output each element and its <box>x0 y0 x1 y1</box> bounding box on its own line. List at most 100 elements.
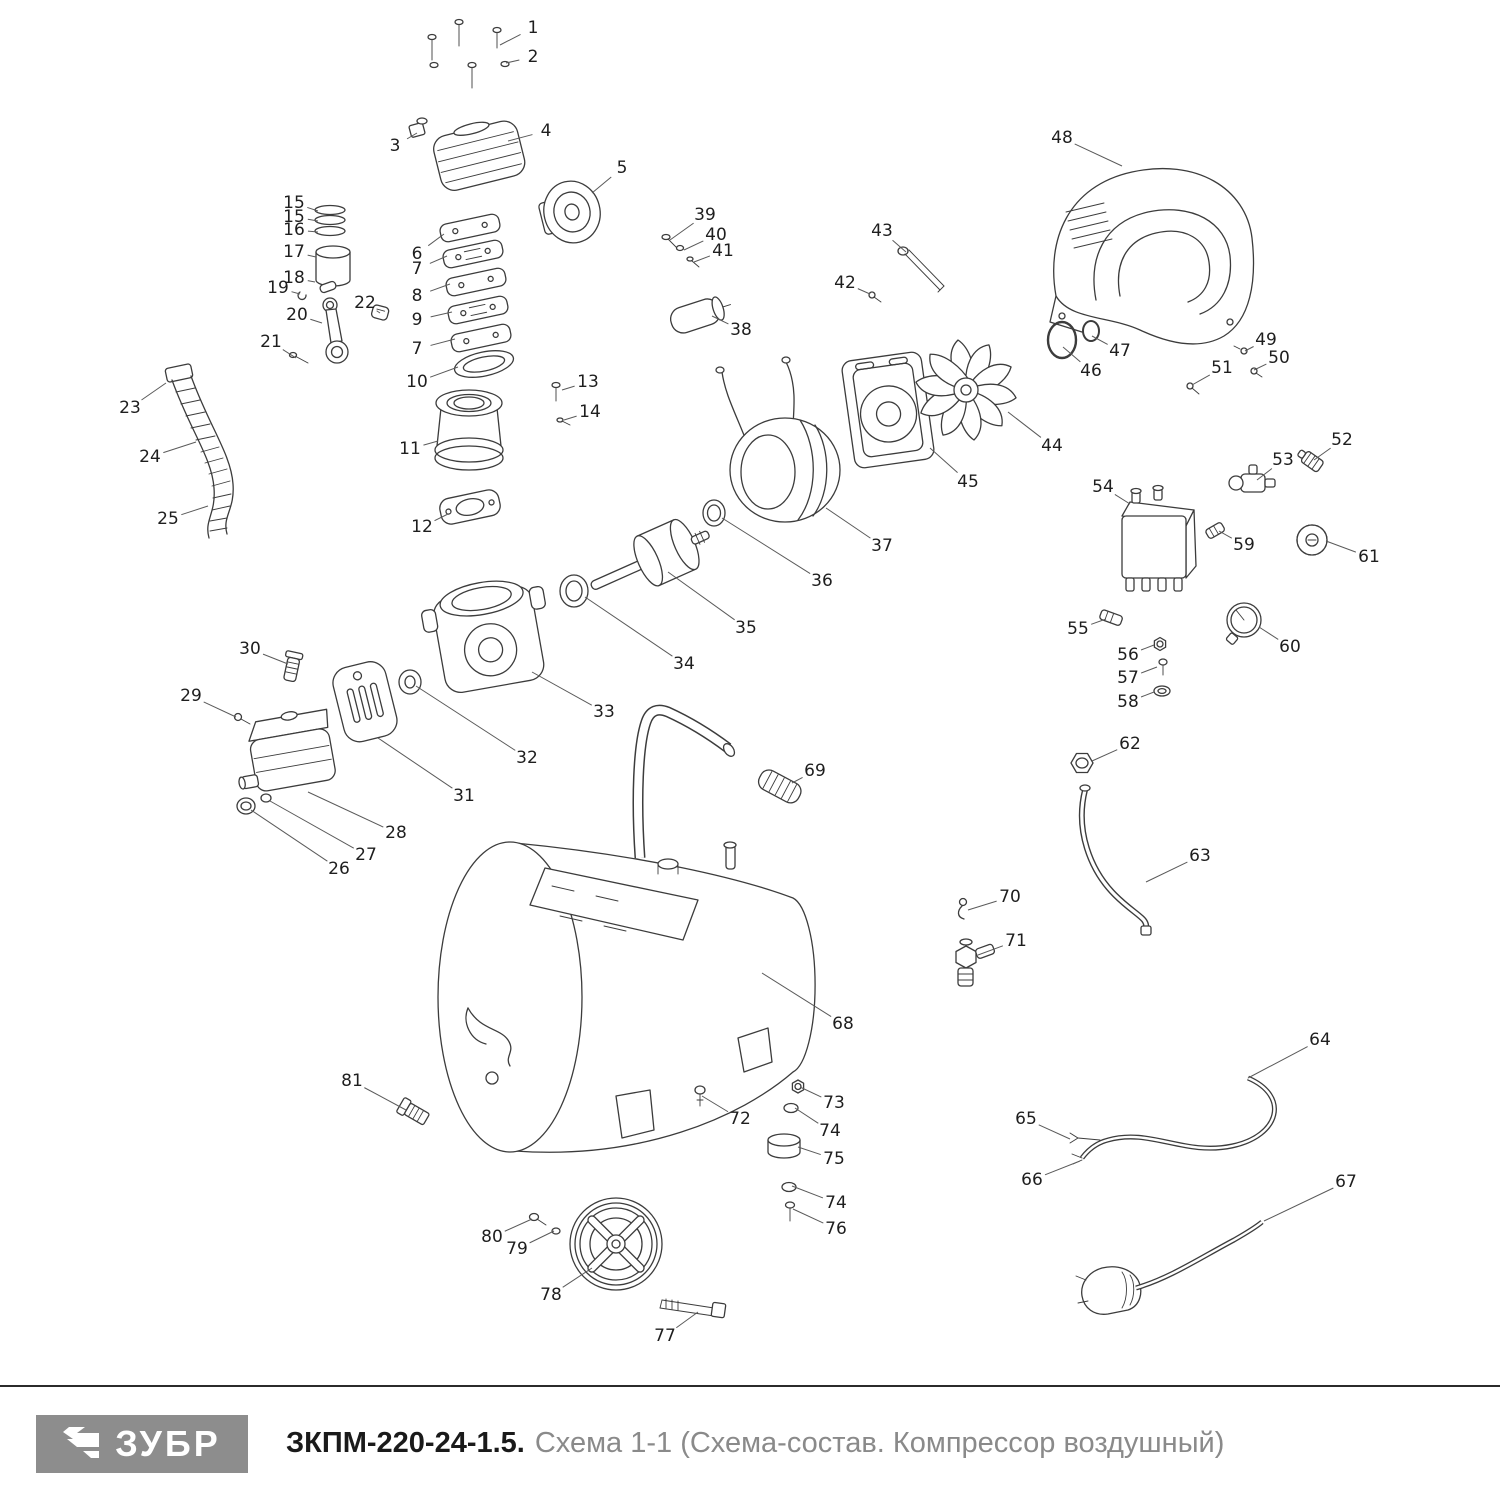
leader-line <box>181 505 209 516</box>
part-number-label: 22 <box>354 293 376 313</box>
part-number-label: 62 <box>1119 734 1141 754</box>
leader-line <box>307 206 319 212</box>
leader-line <box>504 1218 533 1232</box>
nut-56 <box>1153 636 1167 652</box>
screw-57 <box>1158 658 1168 676</box>
part-number-label: 12 <box>411 517 433 537</box>
leader-line <box>1091 618 1107 625</box>
leader-line <box>1244 346 1254 352</box>
part-number-label: 61 <box>1358 547 1380 567</box>
washer-74b <box>781 1181 797 1193</box>
brand-arrow-icon <box>63 1426 100 1458</box>
part-number-label: 49 <box>1255 330 1277 350</box>
part-number-label: 57 <box>1117 668 1139 688</box>
part-number-label: 58 <box>1117 692 1139 712</box>
pressure-switch <box>1121 484 1197 592</box>
leader-line <box>967 900 997 911</box>
drain-plug-81 <box>396 1097 430 1126</box>
part-number-label: 79 <box>506 1239 528 1259</box>
air-tank <box>437 841 816 1153</box>
part-number-label: 14 <box>579 402 601 422</box>
leader-line <box>1313 447 1331 461</box>
part-number-label: 74 <box>825 1193 847 1213</box>
leader-line <box>1114 494 1131 505</box>
leader-line <box>1074 143 1123 167</box>
part-number-label: 11 <box>399 439 421 459</box>
leader-line <box>1091 749 1118 762</box>
part-number-label: 29 <box>180 686 202 706</box>
tank-handle <box>632 704 736 859</box>
leader-line <box>364 1087 407 1111</box>
leader-line <box>1263 1187 1334 1222</box>
screw-30 <box>283 650 304 683</box>
part-number-label: 15 <box>283 193 305 213</box>
ring-47 <box>1082 320 1100 342</box>
part-number-label: 69 <box>804 761 826 781</box>
leader-line <box>1038 1124 1071 1140</box>
fitting-55 <box>1099 609 1123 626</box>
leader-line <box>591 176 612 194</box>
plate-32 <box>398 669 422 695</box>
bearing-34 <box>559 574 589 608</box>
rotor <box>590 518 710 590</box>
screw-76 <box>784 1201 796 1222</box>
part-number-label: 36 <box>811 571 833 591</box>
part-number-label: 26 <box>328 859 350 879</box>
leader-line <box>721 517 811 574</box>
part-number-label: 45 <box>957 472 979 492</box>
part-number-label: 24 <box>139 447 161 467</box>
leader-line <box>1256 468 1273 481</box>
leader-line <box>683 240 704 251</box>
leader-line <box>529 1230 555 1244</box>
clamp-ring-46 <box>1046 320 1078 360</box>
brand-logo: ЗУБР <box>36 1414 248 1473</box>
leader-line <box>307 218 319 222</box>
washer-58 <box>1153 685 1171 697</box>
part-number-label: 59 <box>1233 535 1255 555</box>
schema-subtitle: Схема 1-1 (Схема-состав. Компрессор возд… <box>534 1427 1225 1459</box>
fitting-59 <box>1205 522 1225 539</box>
part-number-label: 40 <box>705 225 727 245</box>
part-number-label: 16 <box>283 220 305 240</box>
nut-73 <box>791 1079 805 1094</box>
part-number-label: 15 <box>283 207 305 227</box>
part-number-label: 68 <box>832 1014 854 1034</box>
part-number-label: 41 <box>712 241 734 261</box>
connecting-rod <box>322 297 349 364</box>
part-number-label: 39 <box>694 205 716 225</box>
part-number-label: 80 <box>481 1227 503 1247</box>
head-screws <box>427 18 510 89</box>
piston-group <box>288 204 390 364</box>
leader-line <box>163 441 197 454</box>
part-number-label: 46 <box>1080 361 1102 381</box>
leader-line <box>667 571 735 621</box>
fitting-52 <box>1297 449 1324 473</box>
valve-plates <box>439 213 515 378</box>
leader-line <box>507 134 533 142</box>
part-number-label: 70 <box>999 887 1021 907</box>
leader-line <box>711 315 729 325</box>
part-number-label: 50 <box>1268 348 1290 368</box>
part-number-label: 67 <box>1335 1172 1357 1192</box>
leader-line <box>307 254 317 258</box>
part-number-label: 35 <box>735 618 757 638</box>
leader-line <box>262 653 289 665</box>
part-number-label: 18 <box>283 268 305 288</box>
part-number-label: 60 <box>1279 637 1301 657</box>
leader-line <box>1091 335 1108 345</box>
part-number-label: 21 <box>260 332 282 352</box>
part-number-label: 8 <box>412 286 423 306</box>
schema-title: ЗКПМ-220-24-1.5.Схема 1-1 (Схема-состав.… <box>286 1427 1224 1460</box>
part-number-label: 55 <box>1067 619 1089 639</box>
leader-line <box>977 945 1004 956</box>
leader-line <box>406 132 418 140</box>
leader-line <box>1145 861 1188 883</box>
valve-72 <box>694 1085 706 1107</box>
part-number-label: 34 <box>673 654 695 674</box>
leader-line <box>563 415 577 421</box>
part-number-label: 31 <box>453 786 475 806</box>
leader-line <box>269 800 355 849</box>
drain-valve-71 <box>955 938 996 987</box>
part-number-label: 10 <box>406 372 428 392</box>
leader-line <box>1044 1160 1081 1176</box>
